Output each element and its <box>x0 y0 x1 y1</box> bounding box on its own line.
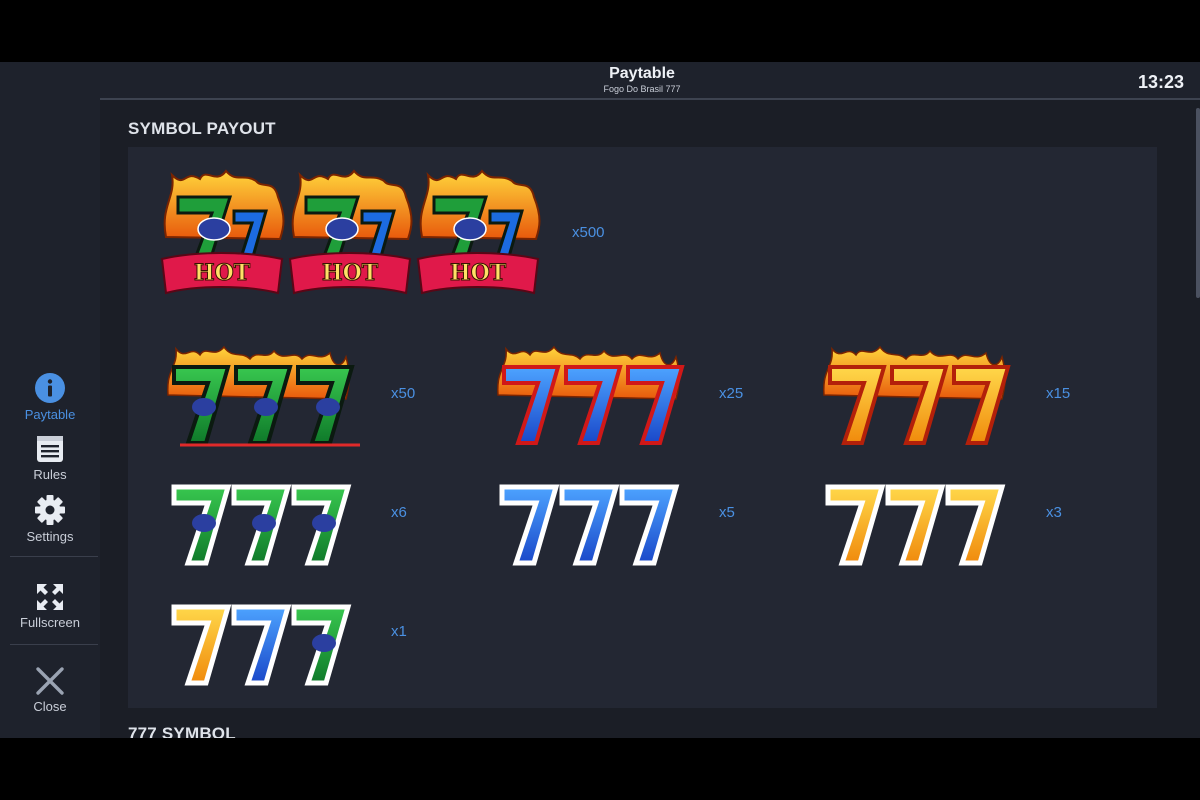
section-title-symbol-payout: SYMBOL PAYOUT <box>128 119 276 138</box>
orange-777-icon <box>820 477 1020 567</box>
sidebar-item-label: Settings <box>26 529 74 544</box>
game-name: Fogo Do Brasil 777 <box>603 84 681 94</box>
header-bar: Paytable Fogo Do Brasil 777 13:23 <box>100 62 1200 100</box>
sidebar: Paytable Rules <box>0 62 100 738</box>
hot-label: HOT <box>194 260 251 286</box>
sidebar-item-settings[interactable]: Settings <box>8 494 92 544</box>
gear-icon <box>35 495 65 525</box>
multiplier-x1: x1 <box>391 623 407 640</box>
close-icon <box>36 667 64 695</box>
payout-symbol-burning-orange <box>816 345 1041 449</box>
payout-symbol-burning-blue <box>490 345 710 449</box>
sidebar-item-paytable[interactable]: Paytable <box>8 372 92 422</box>
payout-symbol-blue <box>494 477 694 567</box>
burning-orange-777-icon <box>823 346 1010 445</box>
symbol-payout-panel: HOT x500 <box>128 147 1157 708</box>
page-title: Paytable <box>609 65 675 82</box>
info-icon <box>35 373 65 403</box>
paytable-screen: Paytable Rules <box>0 62 1200 738</box>
fullscreen-icon <box>37 584 63 610</box>
multiplier-x6: x6 <box>391 504 407 521</box>
sidebar-item-label: Rules <box>33 467 67 482</box>
sidebar-item-close[interactable]: Close <box>8 666 92 714</box>
brazil-777-icon <box>166 477 366 567</box>
multiplier-x3: x3 <box>1046 504 1062 521</box>
section-title-777-symbol: 777 SYMBOL <box>128 724 236 738</box>
sidebar-item-label: Fullscreen <box>20 615 80 630</box>
payout-symbol-burning-brazil <box>160 345 380 449</box>
sidebar-item-fullscreen[interactable]: Fullscreen <box>8 582 92 630</box>
blue-777-icon <box>494 477 694 567</box>
payout-symbol-orange <box>820 477 1020 567</box>
multiplier-x500: x500 <box>572 224 605 241</box>
burning-brazil-777-icon <box>167 346 360 447</box>
sidebar-divider <box>10 644 98 645</box>
rules-icon <box>37 436 63 462</box>
sidebar-divider <box>10 556 98 557</box>
content-area[interactable]: SYMBOL PAYOUT HOT <box>100 100 1200 738</box>
burning-blue-777-icon <box>497 346 684 445</box>
mixed-777-icon <box>166 597 366 687</box>
payout-symbol-hot: HOT <box>156 167 546 302</box>
hot-seven-symbol-icon: HOT <box>160 169 541 295</box>
payout-symbol-mixed <box>166 597 366 687</box>
payout-symbol-brazil <box>166 477 366 567</box>
multiplier-x15: x15 <box>1046 385 1071 402</box>
clock: 13:23 <box>1137 72 1184 92</box>
multiplier-x25: x25 <box>719 385 744 402</box>
sidebar-item-label: Close <box>33 699 67 714</box>
sidebar-item-label: Paytable <box>24 407 76 422</box>
multiplier-x5: x5 <box>719 504 735 521</box>
sidebar-item-rules[interactable]: Rules <box>8 434 92 482</box>
multiplier-x50: x50 <box>391 385 416 402</box>
scrollbar[interactable] <box>1196 108 1200 298</box>
